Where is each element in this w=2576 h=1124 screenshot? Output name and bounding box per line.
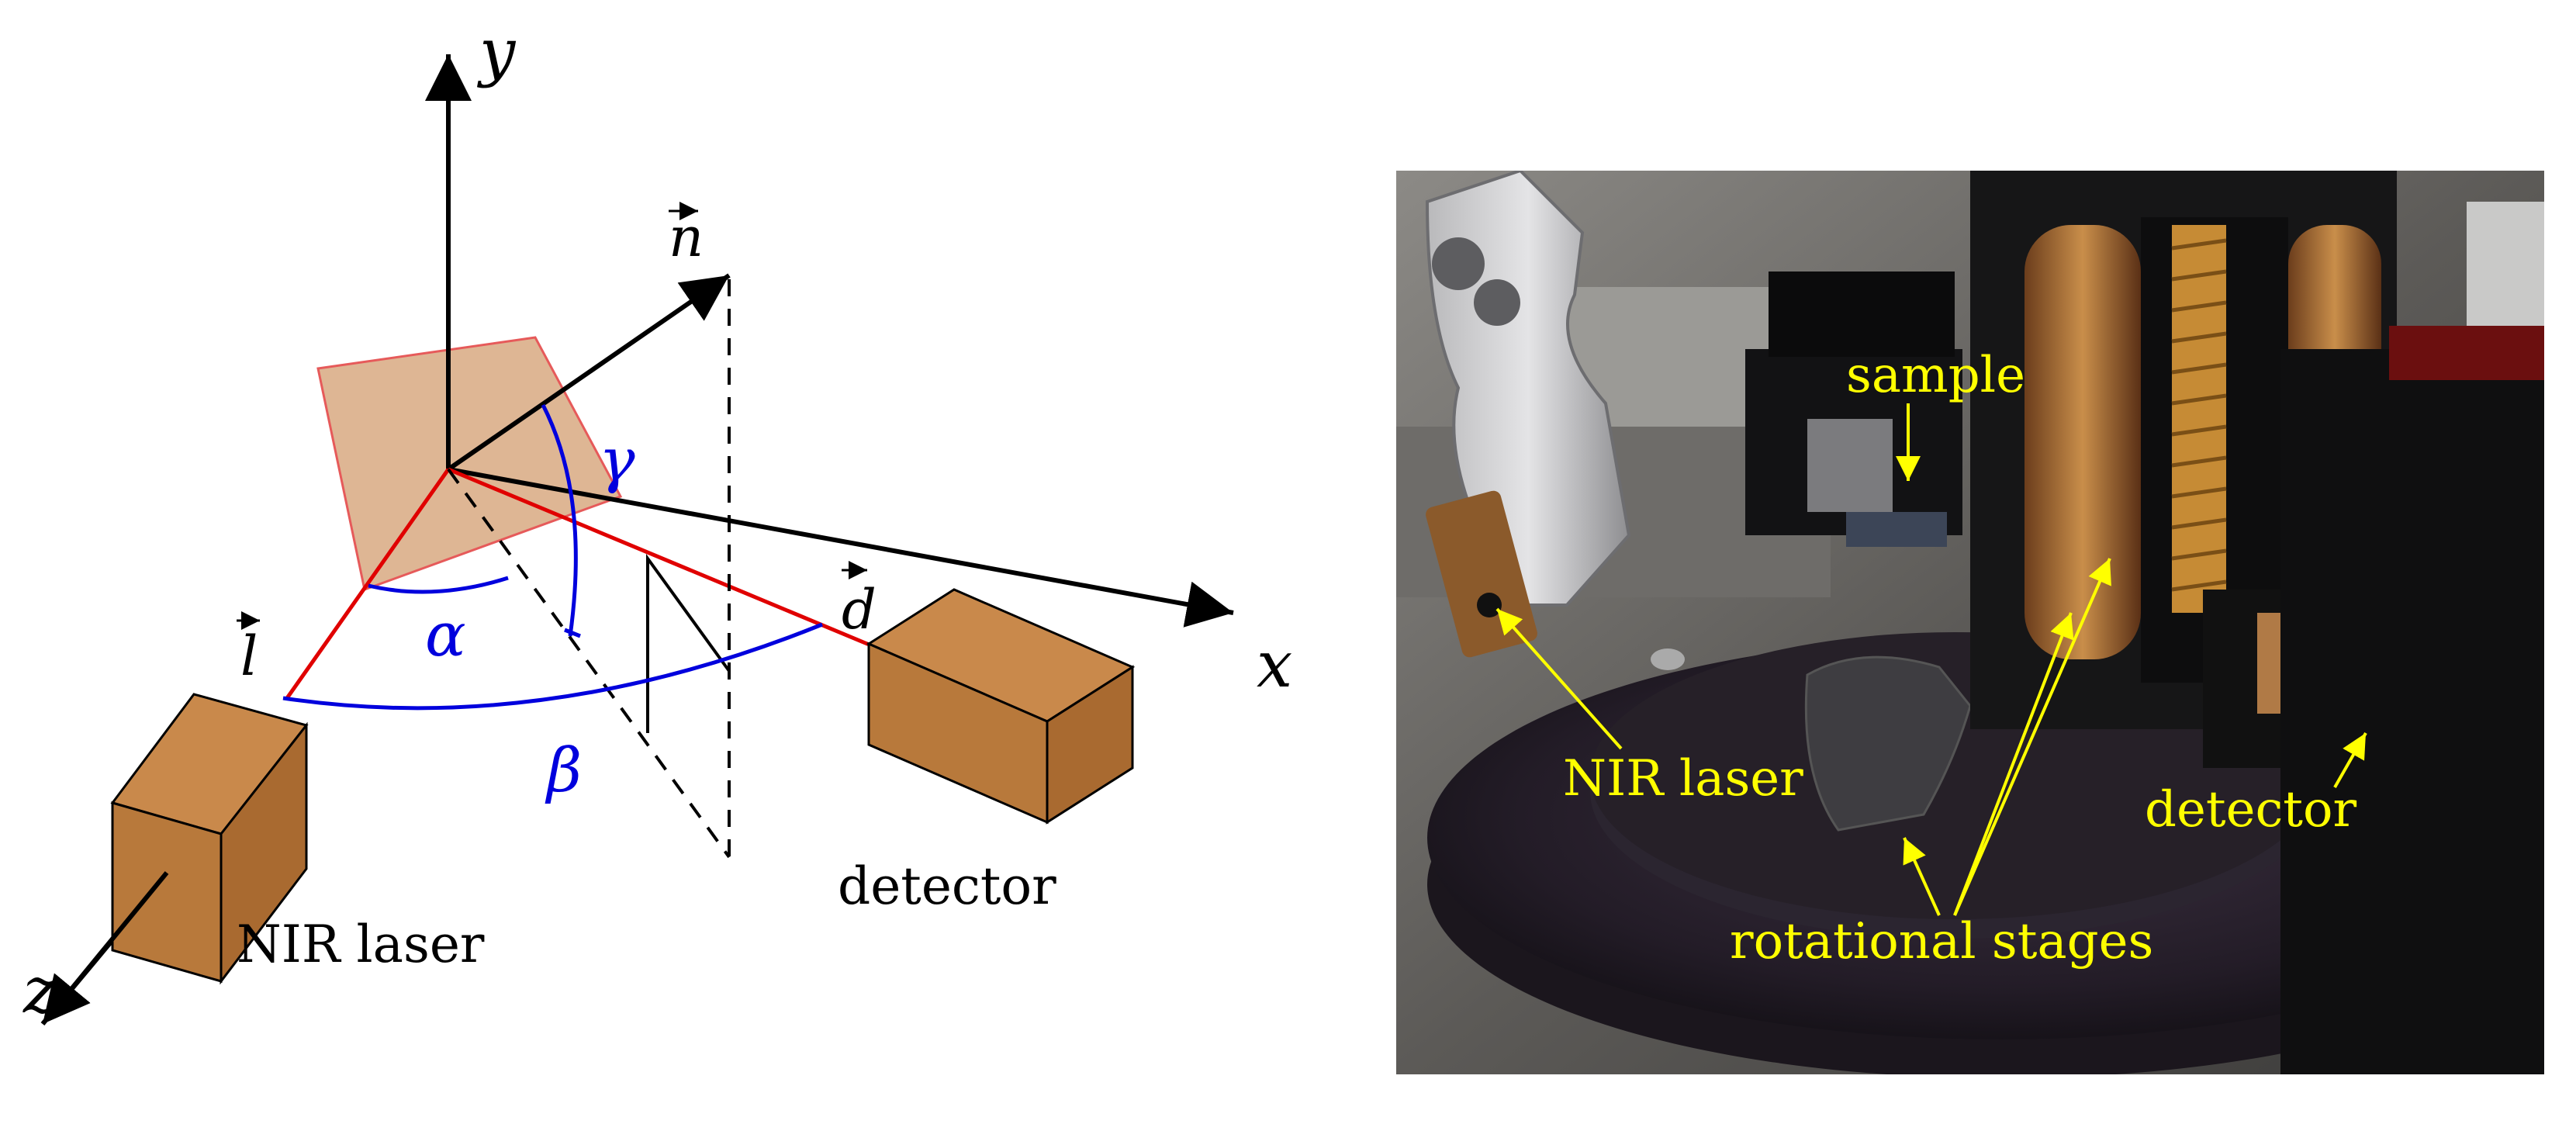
svg-text:n: n — [669, 206, 704, 269]
gamma-label: γ — [599, 426, 635, 496]
vector-d-label: d — [842, 561, 877, 642]
projection-triangle — [646, 553, 731, 733]
laser-label: NIR laser — [237, 915, 485, 974]
label-nir-laser: NIR laser — [1563, 750, 1803, 808]
axis-y-label: y — [476, 16, 517, 89]
sample-object — [1804, 655, 1972, 832]
svg-text:l: l — [240, 624, 258, 688]
setup-photo: sample NIR laser detector rotational sta… — [1396, 171, 2544, 1074]
svg-text:d: d — [842, 578, 877, 642]
beta-label: β — [545, 736, 582, 806]
geometry-schematic: y x z n d l α β γ NIR laser detector — [22, 16, 1292, 1028]
detector-box — [866, 588, 1136, 825]
alpha-arc — [368, 576, 509, 594]
label-rotational-stages: rotational stages — [1730, 913, 2153, 970]
detector-body — [2280, 349, 2544, 1074]
axis-z-label: z — [22, 954, 57, 1028]
alpha-label: α — [425, 600, 466, 670]
detector-label: detector — [838, 856, 1056, 916]
laser-beam — [285, 468, 451, 700]
normal-vector-n — [447, 273, 731, 472]
beta-arc — [282, 622, 823, 711]
projection-dashed-1 — [447, 468, 731, 859]
detector-line — [448, 467, 877, 650]
gamma-arc — [541, 403, 578, 637]
x-axis — [448, 467, 1234, 628]
axis-x-label: x — [1257, 628, 1292, 702]
label-detector: detector — [2145, 781, 2357, 839]
worm-gear — [2172, 225, 2226, 613]
laser-box — [110, 693, 309, 985]
vector-n-label: n — [669, 202, 704, 269]
label-sample: sample — [1846, 347, 2025, 404]
vector-l-label: l — [237, 611, 260, 688]
